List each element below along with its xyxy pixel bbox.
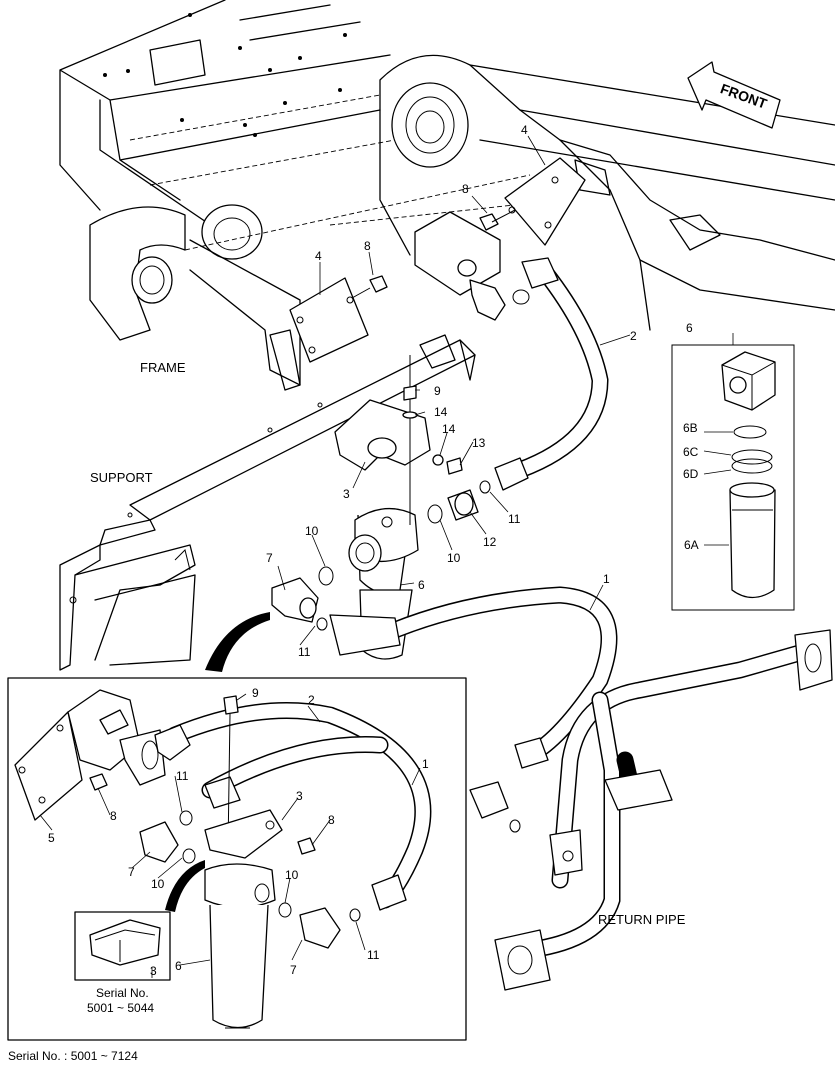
- return-pipe-label: RETURN PIPE: [598, 912, 686, 927]
- exploded-filter-box: 6 6B 6C 6D 6A: [671, 321, 795, 611]
- serial-no-range: 5001 ~ 5044: [87, 1001, 154, 1015]
- elbow-7: [271, 577, 319, 623]
- front-arrow: FRONT: [687, 61, 781, 129]
- detail-callout-9: 9: [252, 686, 259, 700]
- plug-9: [402, 385, 418, 419]
- fitting-12: [447, 489, 479, 521]
- detail-callout-1: 1: [422, 757, 429, 771]
- bracket-left: [269, 277, 369, 391]
- callout-6-box: 6: [686, 321, 693, 335]
- detail-callout-8-left: 8: [110, 809, 117, 823]
- bolt-8-upper: [479, 209, 516, 231]
- detail-callout-10-right: 10: [285, 868, 299, 882]
- callout-10-right: 10: [447, 551, 461, 565]
- serial-range-main: Serial No. : 5001 ~ 7124: [8, 1049, 138, 1063]
- callout-8-left: 8: [364, 239, 371, 253]
- callout-9: 9: [434, 384, 441, 398]
- callout-3-inset: 3: [150, 964, 157, 978]
- callout-7: 7: [266, 551, 273, 565]
- callout-6D: 6D: [683, 467, 699, 481]
- callout-11-upper: 11: [508, 512, 521, 526]
- hose-2: [494, 257, 609, 491]
- oring-10-right: [427, 504, 443, 524]
- support-rail: [59, 334, 476, 671]
- detail-callout-5: 5: [48, 831, 55, 845]
- oring-11-lower: [316, 617, 328, 631]
- bolt-8-left: [351, 275, 388, 299]
- detail-callout-7-right: 7: [290, 963, 297, 977]
- detail-callout-8-right: 8: [328, 813, 335, 827]
- detail-callout-7-left: 7: [128, 865, 135, 879]
- detail-callout-2: 2: [308, 693, 315, 707]
- callout-3: 3: [343, 487, 350, 501]
- detail-callout-10-left: 10: [151, 877, 165, 891]
- callout-6B: 6B: [683, 421, 698, 435]
- callout-10-left: 10: [305, 524, 319, 538]
- bracket-right: [414, 157, 586, 321]
- main-callouts: 4 8 4 8 2 9 14 14 13 3 10 10 12 11 7 6 1…: [266, 123, 637, 659]
- callout-11-lower: 11: [298, 645, 311, 659]
- detail-callout-11-lower: 11: [367, 948, 380, 962]
- detail-callout-6: 6: [175, 959, 182, 973]
- detail-callout-11-upper: 11: [176, 769, 189, 783]
- callout-6A: 6A: [684, 538, 699, 552]
- oring-11-upper: [479, 480, 491, 494]
- callout-13: 13: [472, 436, 486, 450]
- callout-1: 1: [603, 572, 610, 586]
- hose-1: [329, 586, 618, 833]
- washer-14: [432, 454, 463, 475]
- return-pipe: [494, 629, 833, 991]
- callout-14-upper: 14: [434, 405, 448, 419]
- callout-4-left: 4: [315, 249, 322, 263]
- callout-14-lower: 14: [442, 422, 456, 436]
- callout-8-upper: 8: [462, 182, 469, 196]
- serial-no-title: Serial No.: [96, 986, 149, 1000]
- frame-label: FRAME: [140, 360, 186, 375]
- callout-12: 12: [483, 535, 497, 549]
- frame-structure: [59, 0, 835, 386]
- detail-box: 3 Serial No. 5001 ~ 5044 9 2 1 11 5 8 3 …: [7, 677, 467, 1041]
- frame-bolt-dots: [103, 13, 347, 137]
- support-label: SUPPORT: [90, 470, 153, 485]
- detail-callout-3: 3: [296, 789, 303, 803]
- callout-2: 2: [630, 329, 637, 343]
- detail-pointer-arrow: [205, 612, 270, 672]
- callout-6: 6: [418, 578, 425, 592]
- callout-6C: 6C: [683, 445, 699, 459]
- oring-10-left: [318, 566, 334, 586]
- callout-4-right: 4: [521, 123, 528, 137]
